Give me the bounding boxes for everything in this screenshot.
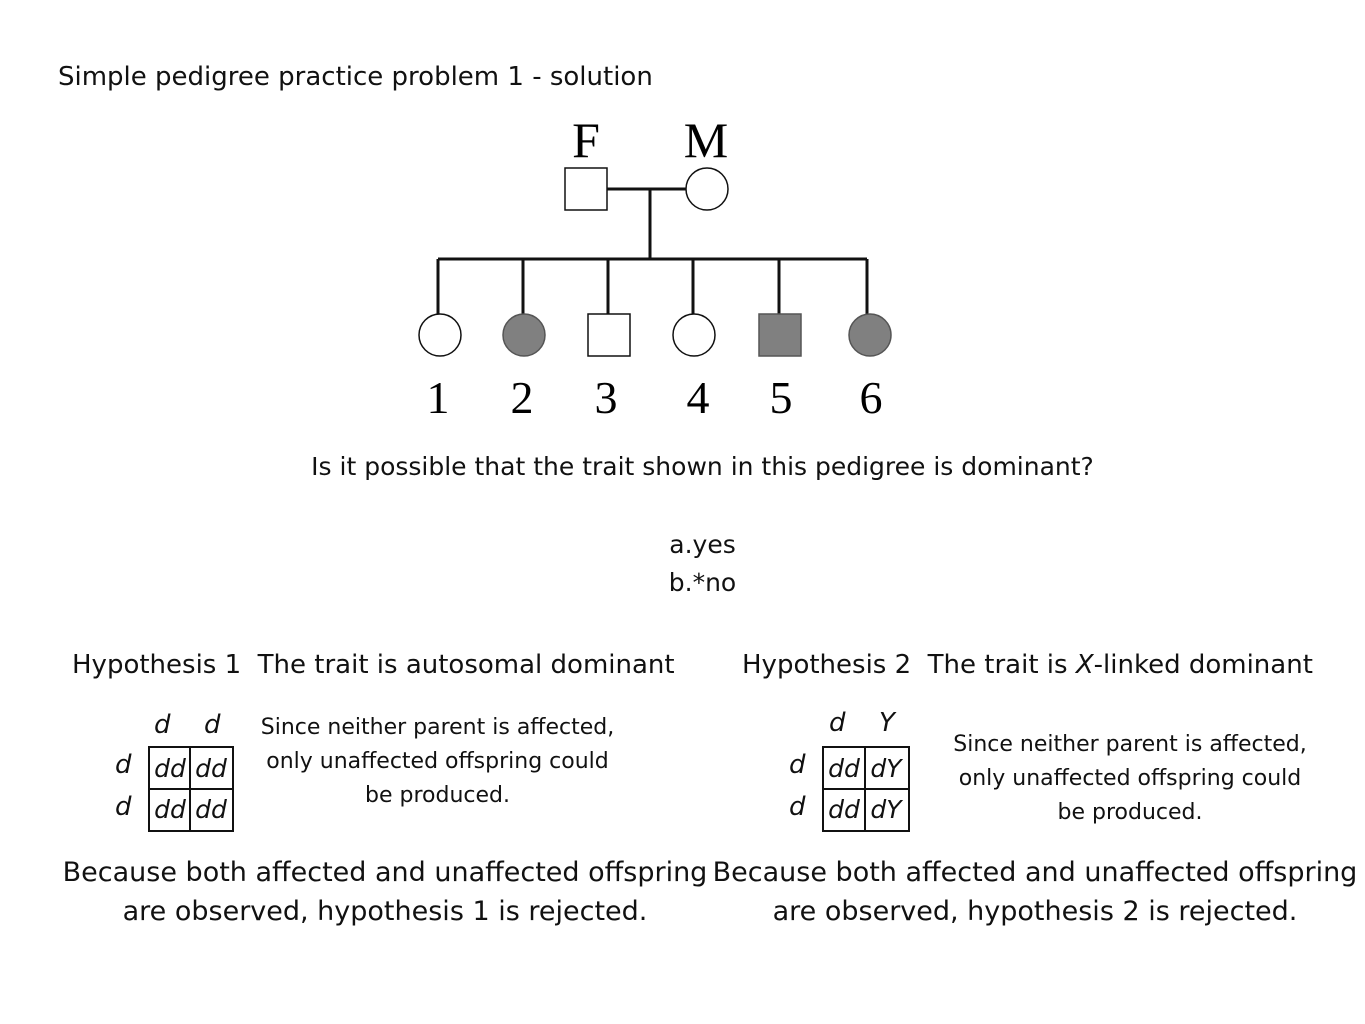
punnett-2-top-allele-1: d [829,708,846,738]
child-5-number: 5 [770,372,793,423]
punnett-1-cell: dd [195,753,227,783]
hypothesis-1-label: Hypothesis 1 [72,650,242,680]
father-square [564,167,608,211]
punnett-2-cell: dY [870,753,902,783]
hypothesis-2-text-before: The trait is [927,650,1076,680]
children-symbols [418,313,892,357]
conclusion-line: Because both affected and unaffected off… [712,857,1358,888]
punnett-2-side-allele-1: d [789,750,806,780]
punnett-1-cell: dd [154,753,186,783]
child-2-number: 2 [511,372,534,423]
hypothesis-2-label: Hypothesis 2 [742,650,912,680]
hypothesis-2-heading: Hypothesis 2 The trait is X-linked domin… [742,650,1313,680]
punnett-2-cell: dY [870,794,902,824]
hypothesis-1-heading: Hypothesis 1 The trait is autosomal domi… [72,650,675,680]
hypothesis-2-text-after: -linked dominant [1093,650,1313,680]
note-line: Since neither parent is affected, [953,732,1307,757]
child-6-number: 6 [860,372,883,423]
pedigree-chart: F M 1 2 3 4 5 6 [418,112,892,423]
child-4-number: 4 [687,372,710,423]
father-label: F [572,112,600,168]
note-line: only unaffected offspring could [958,766,1302,791]
child-4-symbol [672,313,716,357]
punnett-1-side-allele-2: d [115,792,132,822]
hypothesis-1-text: The trait is autosomal dominant [257,650,675,680]
hypothesis-1-conclusion: Because both affected and unaffected off… [40,853,730,931]
note-line: be produced. [365,783,510,808]
hypothesis-2-note: Since neither parent is affected, only u… [940,728,1320,830]
punnett-2-cell: dd [828,753,860,783]
child-6-symbol [848,313,892,357]
children-numbers: 1 2 3 4 5 6 [427,372,883,423]
child-1-symbol [418,313,462,357]
page-title: Simple pedigree practice problem 1 - sol… [58,62,653,92]
punnett-2-grid: dd dY dd dY [822,746,910,832]
question-text: Is it possible that the trait shown in t… [311,452,1094,481]
hypothesis-1-note: Since neither parent is affected, only u… [250,711,625,813]
child-3-number: 3 [595,372,618,423]
punnett-1-cell: dd [154,794,186,824]
punnett-2-side-allele-2: d [789,792,806,822]
option-a: a.yes [669,530,736,559]
punnett-1-cell: dd [195,794,227,824]
note-line: only unaffected offspring could [266,749,609,774]
mother-label: M [684,112,728,168]
child-1-number: 1 [427,372,450,423]
conclusion-line: Because both affected and unaffected off… [62,857,708,888]
child-2-symbol [502,313,546,357]
hypothesis-2-text-italic: X [1075,650,1094,680]
punnett-1-top-allele-1: d [154,710,171,740]
option-b: b.*no [668,568,737,597]
conclusion-line: are observed, hypothesis 2 is rejected. [772,896,1298,927]
mother-circle [685,167,729,211]
punnett-1-grid: dd dd dd dd [148,746,234,832]
note-line: be produced. [1057,800,1203,825]
punnett-1-top-allele-2: d [204,710,221,740]
note-line: Since neither parent is affected, [260,715,615,740]
hypothesis-2-conclusion: Because both affected and unaffected off… [700,853,1365,931]
pedigree-lines [436,187,869,314]
punnett-1-side-allele-1: d [115,750,132,780]
punnett-2-cell: dd [828,794,860,824]
child-3-symbol [587,313,631,357]
conclusion-line: are observed, hypothesis 1 is rejected. [122,896,648,927]
child-5-symbol [758,313,802,357]
punnett-2-top-allele-2: Y [879,708,895,738]
